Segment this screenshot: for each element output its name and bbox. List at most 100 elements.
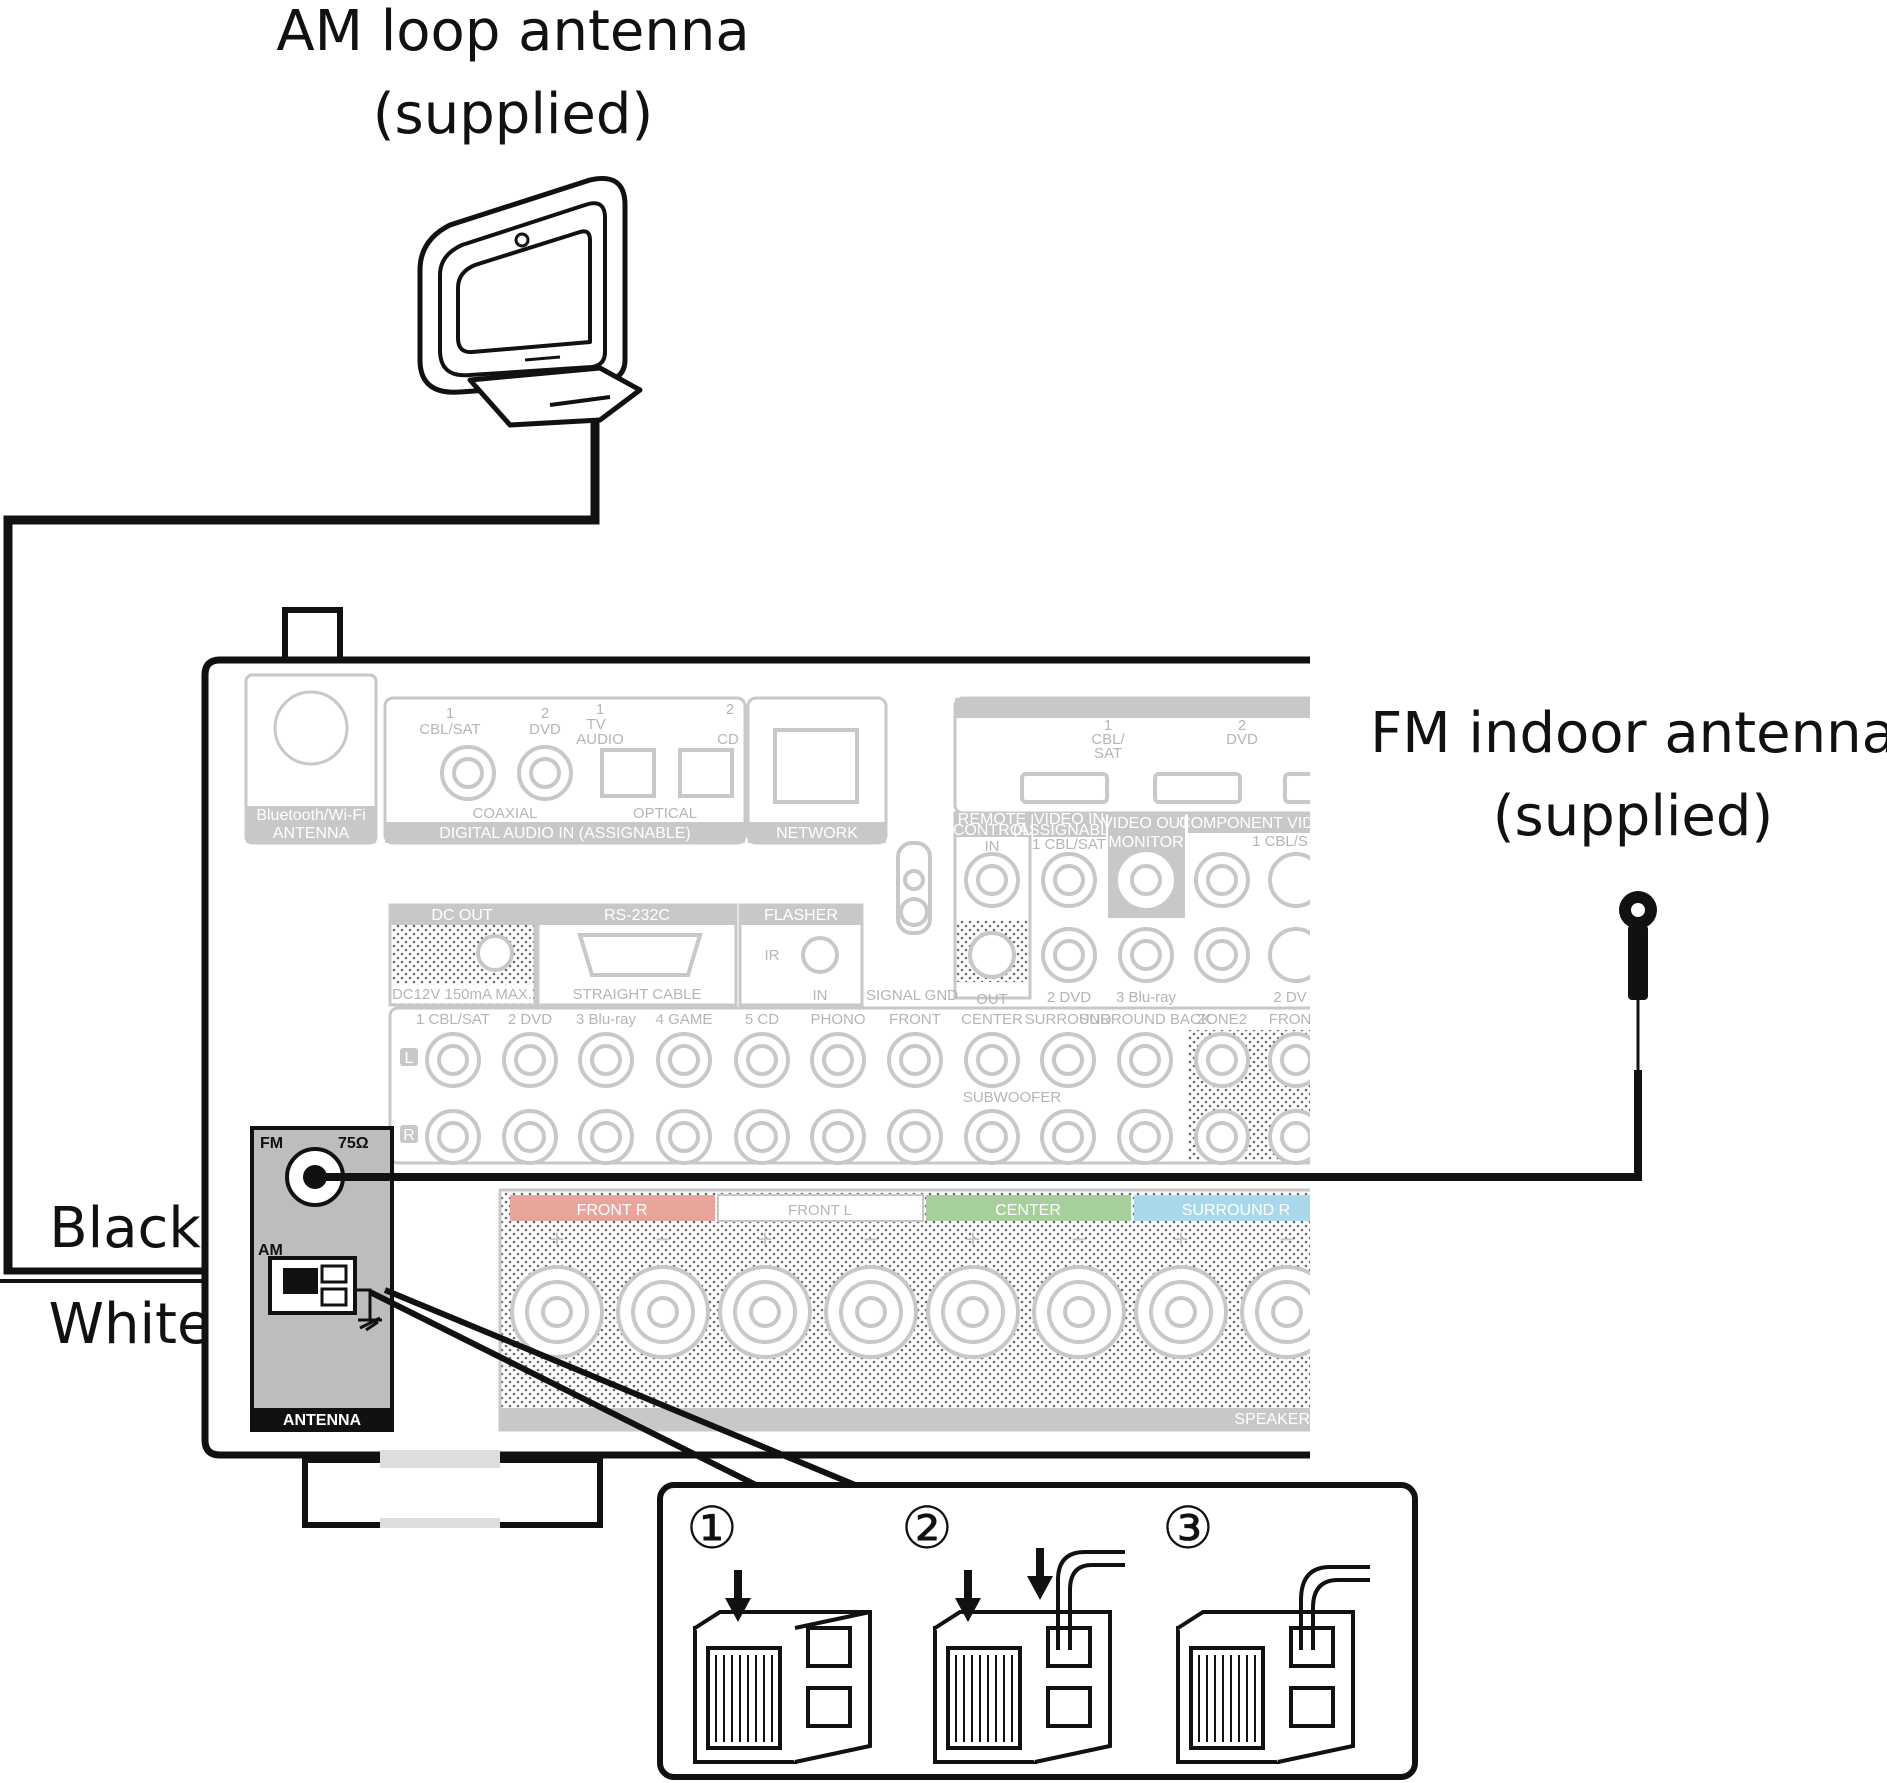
am-loop-antenna (417, 176, 643, 428)
rca-jack (1052, 1044, 1084, 1076)
rca-jack (1280, 1044, 1310, 1076)
svg-text:DIGITAL AUDIO IN (ASSIGNABLE): DIGITAL AUDIO IN (ASSIGNABLE) (439, 825, 691, 842)
rca-jack (656, 1109, 712, 1165)
svg-text:2: 2 (726, 701, 734, 718)
svg-text:3 Blu-ray: 3 Blu-ray (576, 1011, 637, 1028)
rca-jack (887, 1109, 943, 1165)
svg-text:MONITOR: MONITOR (1108, 834, 1183, 851)
rca-jack (887, 1032, 943, 1088)
svg-text:3 Blu-ray: 3 Blu-ray (1116, 989, 1177, 1006)
svg-text:VIDEO OUT: VIDEO OUT (1102, 815, 1190, 832)
svg-text:DC12V 150mA MAX.: DC12V 150mA MAX. (392, 986, 532, 1003)
svg-text:2 DVD: 2 DVD (508, 1011, 552, 1028)
rca-jack (1040, 1032, 1096, 1088)
bt-label: Bluetooth/Wi-Fi (256, 807, 365, 824)
fm-indoor-antenna (315, 891, 1657, 1181)
svg-text:CONTROL: CONTROL (953, 822, 1031, 839)
rca-jack (590, 1121, 622, 1153)
antenna-block-title: ANTENNA (283, 1412, 362, 1429)
receiver-rear-panel: Bluetooth/Wi-Fi ANTENNA 1 CBL/SAT 2 DVD … (201, 607, 1337, 1528)
svg-text:SURROUND BACK: SURROUND BACK (1079, 1011, 1211, 1028)
white-wire-label: White (49, 1292, 212, 1357)
fm-impedance-label: 75Ω (338, 1135, 369, 1152)
terminal-polarity-mark: + (757, 1224, 772, 1254)
rca-jack (425, 1032, 481, 1088)
am-antenna-title: AM loop antenna (276, 0, 749, 64)
rca-jack (822, 1044, 854, 1076)
svg-text:R: R (403, 1127, 415, 1144)
callout-lines (368, 1287, 862, 1490)
svg-text:2: 2 (541, 705, 549, 722)
speaker-surround-r-bar (1134, 1195, 1310, 1221)
rca-jack (734, 1109, 790, 1165)
rca-jack (964, 1109, 1020, 1165)
fm-terminal-label: FM (260, 1135, 283, 1152)
svg-text:OPTICAL: OPTICAL (633, 805, 697, 822)
svg-text:1: 1 (596, 701, 604, 718)
svg-text:DC OUT: DC OUT (431, 907, 493, 924)
rca-jack (1129, 1044, 1161, 1076)
step-2-number: ② (901, 1494, 953, 1562)
fm-antenna-title: FM indoor antenna (1370, 701, 1887, 766)
rca-jack (668, 1121, 700, 1153)
svg-text:COMPONENT VIDEO: COMPONENT VIDEO (1179, 815, 1337, 832)
rca-jack (1280, 1121, 1310, 1153)
svg-text:DVD: DVD (1226, 731, 1258, 748)
rca-jack (1117, 1109, 1173, 1165)
rca-jack (746, 1044, 778, 1076)
fm-antenna-subtitle: (supplied) (1493, 784, 1774, 849)
svg-text:REMOTE: REMOTE (958, 811, 1026, 828)
rca-jack (746, 1121, 778, 1153)
svg-text:1 CBL/S: 1 CBL/S (1252, 833, 1308, 850)
svg-text:COAXIAL: COAXIAL (472, 805, 537, 822)
svg-text:FRON: FRON (1269, 1011, 1312, 1028)
am-terminal-label: AM (258, 1242, 283, 1259)
step-1-number: ① (686, 1494, 738, 1562)
rca-jack (964, 1032, 1020, 1088)
svg-text:1: 1 (1104, 717, 1112, 734)
svg-text:IN: IN (985, 838, 1000, 855)
speaker-terminal (855, 1296, 887, 1328)
svg-text:FRONT R: FRONT R (577, 1202, 648, 1219)
svg-text:AUDIO: AUDIO (576, 731, 624, 748)
terminal-polarity-mark: + (1173, 1224, 1188, 1254)
rca-jack (1117, 1032, 1173, 1088)
rca-jack (656, 1032, 712, 1088)
svg-text:OUT: OUT (976, 991, 1008, 1008)
step-1-connector (693, 1570, 872, 1764)
rca-jack (514, 1121, 546, 1153)
speaker-terminal (1271, 1296, 1303, 1328)
rca-jack (425, 1109, 481, 1165)
am-cable-black (3, 420, 600, 1277)
step-callout-box: ① ② ③ (657, 1482, 1418, 1780)
rca-jack (502, 1109, 558, 1165)
svg-text:CD: CD (717, 731, 739, 748)
step-3-connector (1176, 1565, 1370, 1764)
rca-jack (437, 1121, 469, 1153)
rca-jack (976, 1044, 1008, 1076)
black-wire-label: Black (49, 1196, 201, 1261)
rca-jack (1129, 1121, 1161, 1153)
bt-label-2: ANTENNA (273, 825, 350, 842)
svg-text:NETWORK: NETWORK (776, 825, 858, 842)
svg-text:1 CBL/SAT: 1 CBL/SAT (416, 1011, 490, 1028)
svg-text:CBL/: CBL/ (1091, 731, 1125, 748)
rca-jack (578, 1032, 634, 1088)
rca-jack (822, 1121, 854, 1153)
step-3-number: ③ (1162, 1494, 1214, 1562)
svg-text:5 CD: 5 CD (745, 1011, 779, 1028)
rca-jack (1052, 1121, 1084, 1153)
svg-text:SUBWOOFER: SUBWOOFER (963, 1089, 1062, 1106)
svg-text:CBL/SAT: CBL/SAT (419, 721, 480, 738)
svg-text:FRONT L: FRONT L (788, 1202, 852, 1219)
svg-text:1 CBL/SAT: 1 CBL/SAT (1032, 836, 1106, 853)
step-2-connector (933, 1548, 1125, 1764)
svg-text:1: 1 (446, 705, 454, 722)
terminal-polarity-mark: − (1071, 1224, 1086, 1254)
terminal-polarity-mark: − (863, 1224, 878, 1254)
speaker-front-r-bar (510, 1195, 715, 1221)
speaker-terminal (541, 1296, 573, 1328)
chassis-foot (302, 1457, 603, 1528)
speaker-terminal (749, 1296, 781, 1328)
svg-text:2: 2 (1238, 717, 1246, 734)
